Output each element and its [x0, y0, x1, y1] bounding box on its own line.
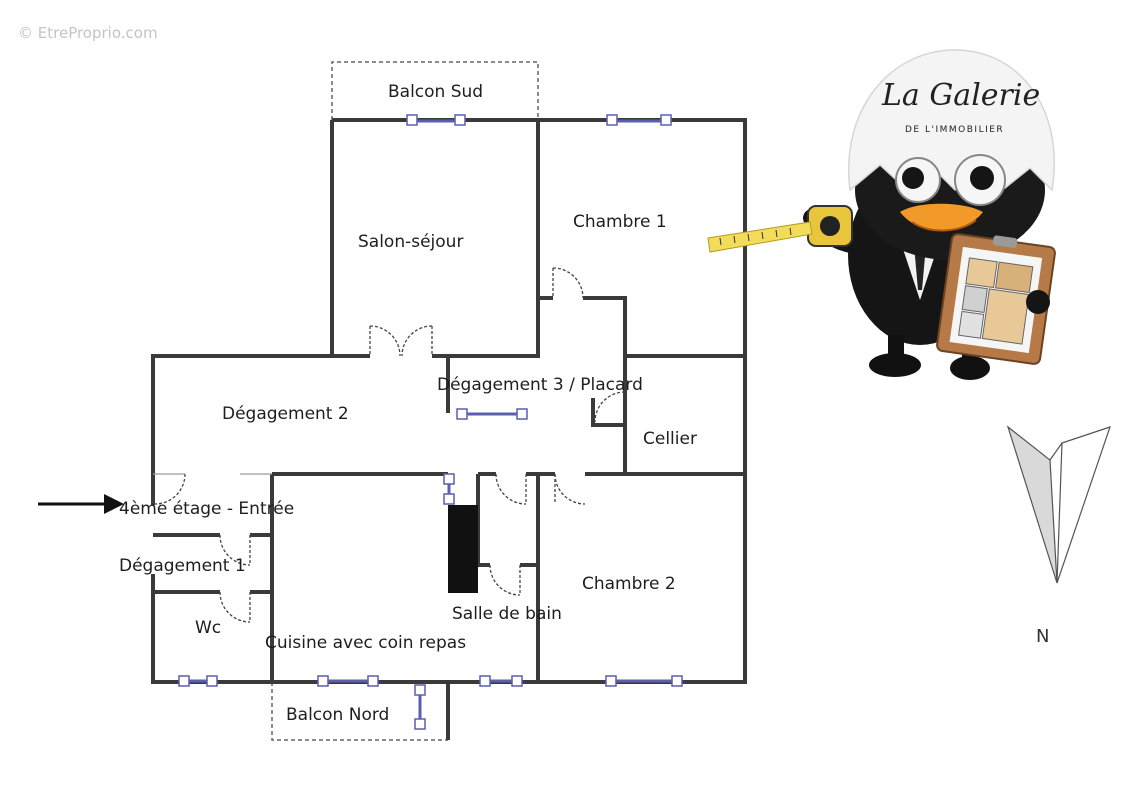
- tape-measure-strip: [707, 221, 813, 253]
- watermark: © EtreProprio.com: [18, 24, 158, 42]
- logo-brand: La Galerie: [881, 78, 1040, 113]
- label-wc: Wc: [195, 618, 221, 638]
- label-cellier: Cellier: [643, 429, 697, 449]
- label-degagement-2: Dégagement 2: [222, 404, 349, 424]
- compass-rose: N: [1006, 425, 1111, 647]
- label-balcon-nord: Balcon Nord: [286, 705, 389, 725]
- mascot-foot-right: [950, 356, 990, 380]
- entrance-arrow: [38, 494, 124, 514]
- door-swings: [154, 267, 626, 623]
- windows: [178, 114, 683, 730]
- label-salon-sejour: Salon-séjour: [358, 232, 463, 252]
- label-balcon-sud: Balcon Sud: [388, 82, 483, 102]
- label-chambre-2: Chambre 2: [582, 574, 676, 594]
- balcony-north-outline: [271, 682, 448, 741]
- compass-left-wing: [1006, 425, 1058, 584]
- label-degagement-3: Dégagement 3 / Placard: [437, 375, 643, 395]
- label-salle-de-bain: Salle de bain: [452, 604, 562, 624]
- label-entree: 4ème étage - Entrée: [119, 499, 294, 519]
- shower-block: [448, 505, 478, 593]
- mascot-illustration: La Galerie DE L'IMMOBILIER: [707, 49, 1056, 380]
- balcony-south-outline: [331, 61, 539, 120]
- floor-plan: Balcon Sud Salon-séjour Chambre 1 Dégage…: [38, 61, 747, 741]
- compass-right-wing: [1056, 426, 1111, 584]
- logo-subtitle: DE L'IMMOBILIER: [905, 125, 1004, 135]
- mascot-shell-helmet: [848, 49, 1055, 192]
- label-cuisine: Cuisine avec coin repas: [265, 633, 466, 653]
- compass-north-label: N: [1036, 626, 1049, 647]
- label-degagement-1: Dégagement 1: [119, 556, 246, 576]
- mascot-beak: [900, 203, 983, 231]
- label-chambre-1: Chambre 1: [573, 212, 667, 232]
